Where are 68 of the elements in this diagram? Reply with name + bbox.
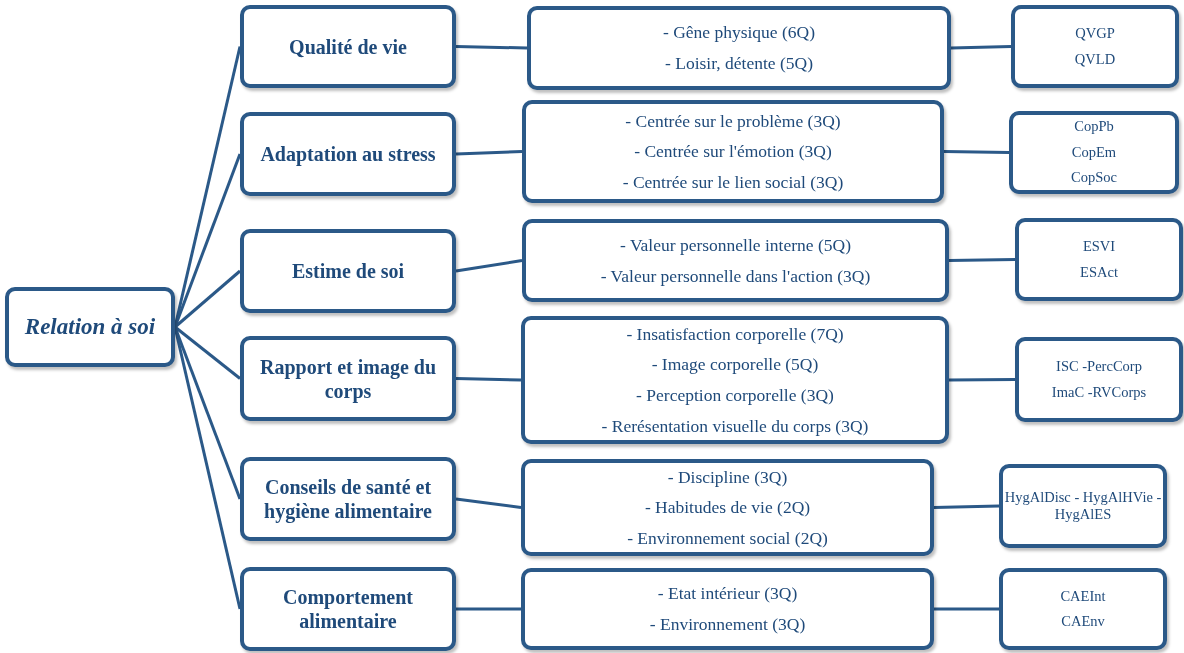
code-label: ISC -PercCorp xyxy=(1056,357,1142,377)
category-box xyxy=(240,457,456,541)
connector-line xyxy=(455,377,522,382)
category-title: Estime de soi xyxy=(291,259,405,283)
code-label: CopPb xyxy=(1074,117,1114,137)
item-list-box xyxy=(522,100,944,203)
item-text: - Valeur personnelle dans l'action (3Q) xyxy=(600,264,871,288)
category-box xyxy=(240,5,456,88)
item-text: - Discipline (3Q) xyxy=(667,465,788,489)
category-title: Comportement alimentaire xyxy=(282,585,414,633)
code-box xyxy=(999,464,1167,548)
item-list-box xyxy=(527,6,951,90)
item-text: - Loisir, détente (5Q) xyxy=(665,52,813,75)
item-text: - Centrée sur le problème (3Q) xyxy=(625,109,841,133)
category-box xyxy=(240,229,456,313)
connector-line xyxy=(455,45,528,50)
code-label: CopEm xyxy=(1071,142,1117,162)
code-label: HygAlDisc - HygAlHVie -HygAlES xyxy=(1003,488,1163,524)
category-box xyxy=(240,112,456,196)
connector-line xyxy=(949,378,1015,382)
item-list-box xyxy=(522,219,949,302)
code-box xyxy=(999,568,1167,650)
connector-line xyxy=(455,497,522,509)
connector-line xyxy=(948,258,1016,262)
code-box xyxy=(1015,337,1183,422)
connector-line xyxy=(934,607,999,611)
code-label: QVLD xyxy=(1074,49,1116,69)
code-label: ImaC -RVCorps xyxy=(1051,382,1147,402)
item-text: - Centrée sur le lien social (3Q) xyxy=(622,170,844,194)
connector-line xyxy=(455,150,523,156)
connector-line xyxy=(456,607,521,611)
category-title: Qualité de vie xyxy=(289,34,407,59)
item-text: - Insatisfaction corporelle (7Q) xyxy=(626,322,844,346)
code-label: CAEnv xyxy=(1061,612,1105,631)
item-text: - Perception corporelle (3Q) xyxy=(636,384,834,407)
connector-line xyxy=(455,259,523,273)
topic-title: Relation à soi xyxy=(24,314,156,340)
connector-line xyxy=(174,325,241,380)
item-text: - Centrée sur l'émotion (3Q) xyxy=(634,140,832,164)
item-text: - Gêne physique (6Q) xyxy=(662,21,816,45)
item-text: - Rerésentation visuelle du corps (3Q) xyxy=(601,414,869,438)
item-text: - Valeur personnelle interne (5Q) xyxy=(620,233,851,257)
item-text: - Environnement (3Q) xyxy=(649,613,806,636)
connector-line xyxy=(950,45,1012,50)
item-list-box xyxy=(521,459,934,556)
item-text: - Image corporelle (5Q) xyxy=(651,353,819,377)
item-text: - Environnement social (2Q) xyxy=(627,526,828,550)
code-box xyxy=(1011,5,1179,88)
connector-line xyxy=(933,504,1000,509)
category-box xyxy=(240,567,456,651)
item-list-box xyxy=(521,316,949,444)
code-label: ESVI xyxy=(1082,237,1116,257)
code-label: CopSoc xyxy=(1071,168,1117,188)
item-text: - Habitudes de vie (2Q) xyxy=(644,496,811,520)
code-label: CAEInt xyxy=(1060,586,1106,606)
category-box xyxy=(240,336,456,421)
topic-box xyxy=(5,287,175,367)
item-list-box xyxy=(521,568,934,650)
category-title: Conseils de santé et hygiène alimentaire xyxy=(263,475,433,523)
code-box xyxy=(1009,111,1179,194)
item-text: - Etat intérieur (3Q) xyxy=(657,582,798,606)
category-title: Adaptation au stress xyxy=(260,142,436,166)
connector-line xyxy=(174,269,241,329)
code-label: ESAct xyxy=(1080,262,1118,282)
code-box xyxy=(1015,218,1183,301)
connector-line xyxy=(943,150,1010,154)
category-title: Rapport et image du corps xyxy=(258,354,438,403)
code-label: QVGP xyxy=(1075,24,1115,44)
